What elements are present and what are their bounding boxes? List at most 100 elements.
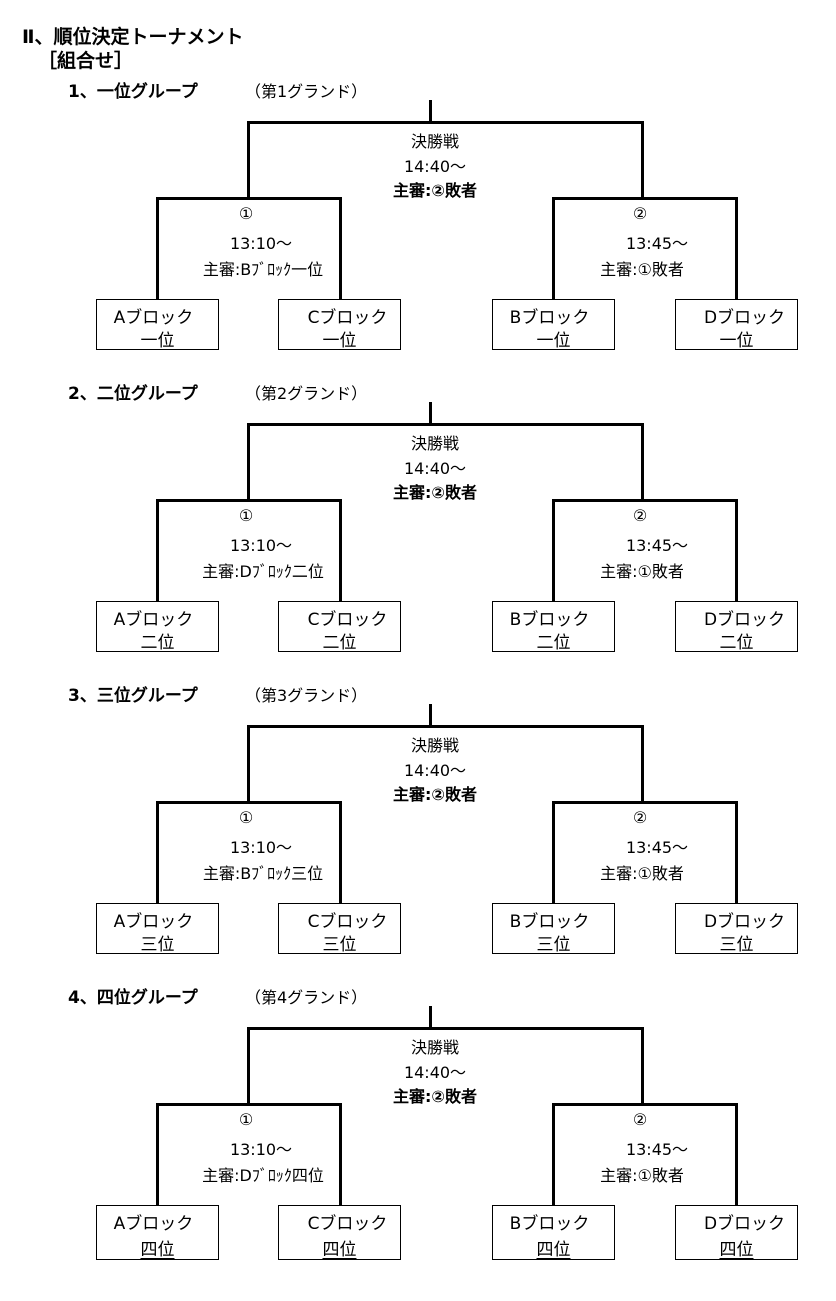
- final-right-leg-line: [641, 1027, 644, 1105]
- team-rank-label: 三位: [676, 930, 797, 955]
- match2-bracket-line: [552, 801, 738, 804]
- page-subtitle: ［組合せ］: [38, 50, 134, 72]
- match1-number: ①: [238, 1110, 254, 1129]
- match1-right-leg-line: [339, 1103, 342, 1205]
- final-stem-line: [429, 402, 432, 424]
- team-rank-text: 一位: [536, 331, 571, 351]
- group-title: 2、二位グループ: [68, 384, 198, 404]
- match2-bracket-line: [552, 499, 738, 502]
- final-time: 14:40〜: [403, 761, 467, 780]
- team-box: Dブロック一位: [675, 299, 798, 351]
- match2-time: 13:45〜: [625, 1140, 689, 1159]
- team-block-label: Bブロック: [509, 610, 590, 630]
- team-rank-label: 二位: [493, 628, 614, 653]
- group-title: 1、一位グループ: [68, 82, 198, 102]
- team-rank-label: 三位: [97, 930, 218, 955]
- ground-label: （第4グランド）: [245, 988, 368, 1007]
- final-bracket-line: [247, 1027, 644, 1030]
- match2-time: 13:45〜: [625, 838, 689, 857]
- team-rank-label: 三位: [493, 930, 614, 955]
- team-block-label: Cブロック: [307, 912, 388, 932]
- match2-referee: 主審:①敗者: [600, 864, 684, 883]
- team-block-label: Cブロック: [307, 308, 388, 328]
- team-block-label: Aブロック: [113, 308, 194, 328]
- team-rank-text: 一位: [140, 331, 175, 351]
- match1-bracket-line: [156, 1103, 342, 1106]
- team-block-label: Aブロック: [113, 912, 194, 932]
- match1-left-leg-line: [156, 499, 159, 601]
- match2-left-leg-line: [552, 1103, 555, 1205]
- ground-label: （第1グランド）: [245, 82, 368, 101]
- team-box: Aブロック二位: [96, 601, 219, 653]
- team-rank-label: 三位: [279, 930, 400, 955]
- match1-left-leg-line: [156, 801, 159, 903]
- team-rank-text: 二位: [536, 633, 571, 653]
- match2-referee: 主審:①敗者: [600, 562, 684, 581]
- page-title: Ⅱ、順位決定トーナメント: [22, 26, 244, 48]
- match2-number: ②: [632, 808, 648, 827]
- team-box: Bブロック三位: [492, 903, 615, 955]
- match1-referee: 主審:Bﾌﾞﾛｯｸ一位: [202, 260, 324, 279]
- final-right-leg-line: [641, 121, 644, 199]
- final-bracket-line: [247, 121, 644, 124]
- team-block-label: Dブロック: [703, 912, 786, 932]
- match1-left-leg-line: [156, 1103, 159, 1205]
- match1-time: 13:10〜: [229, 1140, 293, 1159]
- team-box: Aブロック三位: [96, 903, 219, 955]
- team-rank-text: 二位: [719, 633, 754, 653]
- team-box: Dブロック四位: [675, 1205, 798, 1260]
- team-rank-label: 一位: [676, 326, 797, 351]
- match2-left-leg-line: [552, 499, 555, 601]
- team-box: Cブロック二位: [278, 601, 401, 653]
- final-left-leg-line: [247, 121, 250, 199]
- team-rank-label: 四位: [97, 1235, 218, 1260]
- final-referee: 主審:②敗者: [393, 483, 477, 502]
- final-right-leg-line: [641, 423, 644, 501]
- final-stem-line: [429, 100, 432, 122]
- team-block-label: Bブロック: [509, 308, 590, 328]
- final-referee: 主審:②敗者: [393, 1087, 477, 1106]
- match1-right-leg-line: [339, 801, 342, 903]
- ground-label: （第2グランド）: [245, 384, 368, 403]
- match2-referee: 主審:①敗者: [600, 1166, 684, 1185]
- match1-left-leg-line: [156, 197, 159, 299]
- final-time: 14:40〜: [403, 459, 467, 478]
- final-left-leg-line: [247, 1027, 250, 1105]
- match2-number: ②: [632, 204, 648, 223]
- match2-left-leg-line: [552, 801, 555, 903]
- team-rank-label: 一位: [493, 326, 614, 351]
- match2-right-leg-line: [735, 197, 738, 299]
- final-left-leg-line: [247, 725, 250, 803]
- team-rank-text: 四位: [536, 1240, 571, 1260]
- team-rank-text: 二位: [322, 633, 357, 653]
- match2-bracket-line: [552, 1103, 738, 1106]
- match2-right-leg-line: [735, 499, 738, 601]
- team-box: Bブロック一位: [492, 299, 615, 351]
- team-box: Cブロック四位: [278, 1205, 401, 1260]
- team-rank-label: 四位: [279, 1235, 400, 1260]
- final-bracket-line: [247, 423, 644, 426]
- team-block-label: Dブロック: [703, 1214, 786, 1234]
- final-label: 決勝戦: [410, 434, 459, 453]
- team-block-label: Cブロック: [307, 1214, 388, 1234]
- match1-time: 13:10〜: [229, 536, 293, 555]
- team-box: Dブロック二位: [675, 601, 798, 653]
- team-block-label: Dブロック: [703, 610, 786, 630]
- final-referee: 主審:②敗者: [393, 785, 477, 804]
- group-title: 4、四位グループ: [68, 988, 198, 1008]
- match1-number: ①: [238, 506, 254, 525]
- team-rank-label: 二位: [97, 628, 218, 653]
- ground-label: （第3グランド）: [245, 686, 368, 705]
- match2-bracket-line: [552, 197, 738, 200]
- match1-referee: 主審:Dﾌﾞﾛｯｸ四位: [202, 1166, 324, 1185]
- team-rank-text: 四位: [322, 1240, 357, 1260]
- match1-time: 13:10〜: [229, 234, 293, 253]
- match1-bracket-line: [156, 197, 342, 200]
- group-title: 3、三位グループ: [68, 686, 198, 706]
- team-box: Bブロック二位: [492, 601, 615, 653]
- team-block-label: Aブロック: [113, 610, 194, 630]
- team-rank-text: 四位: [719, 1240, 754, 1260]
- team-box: Aブロック四位: [96, 1205, 219, 1260]
- final-time: 14:40〜: [403, 157, 467, 176]
- match1-right-leg-line: [339, 499, 342, 601]
